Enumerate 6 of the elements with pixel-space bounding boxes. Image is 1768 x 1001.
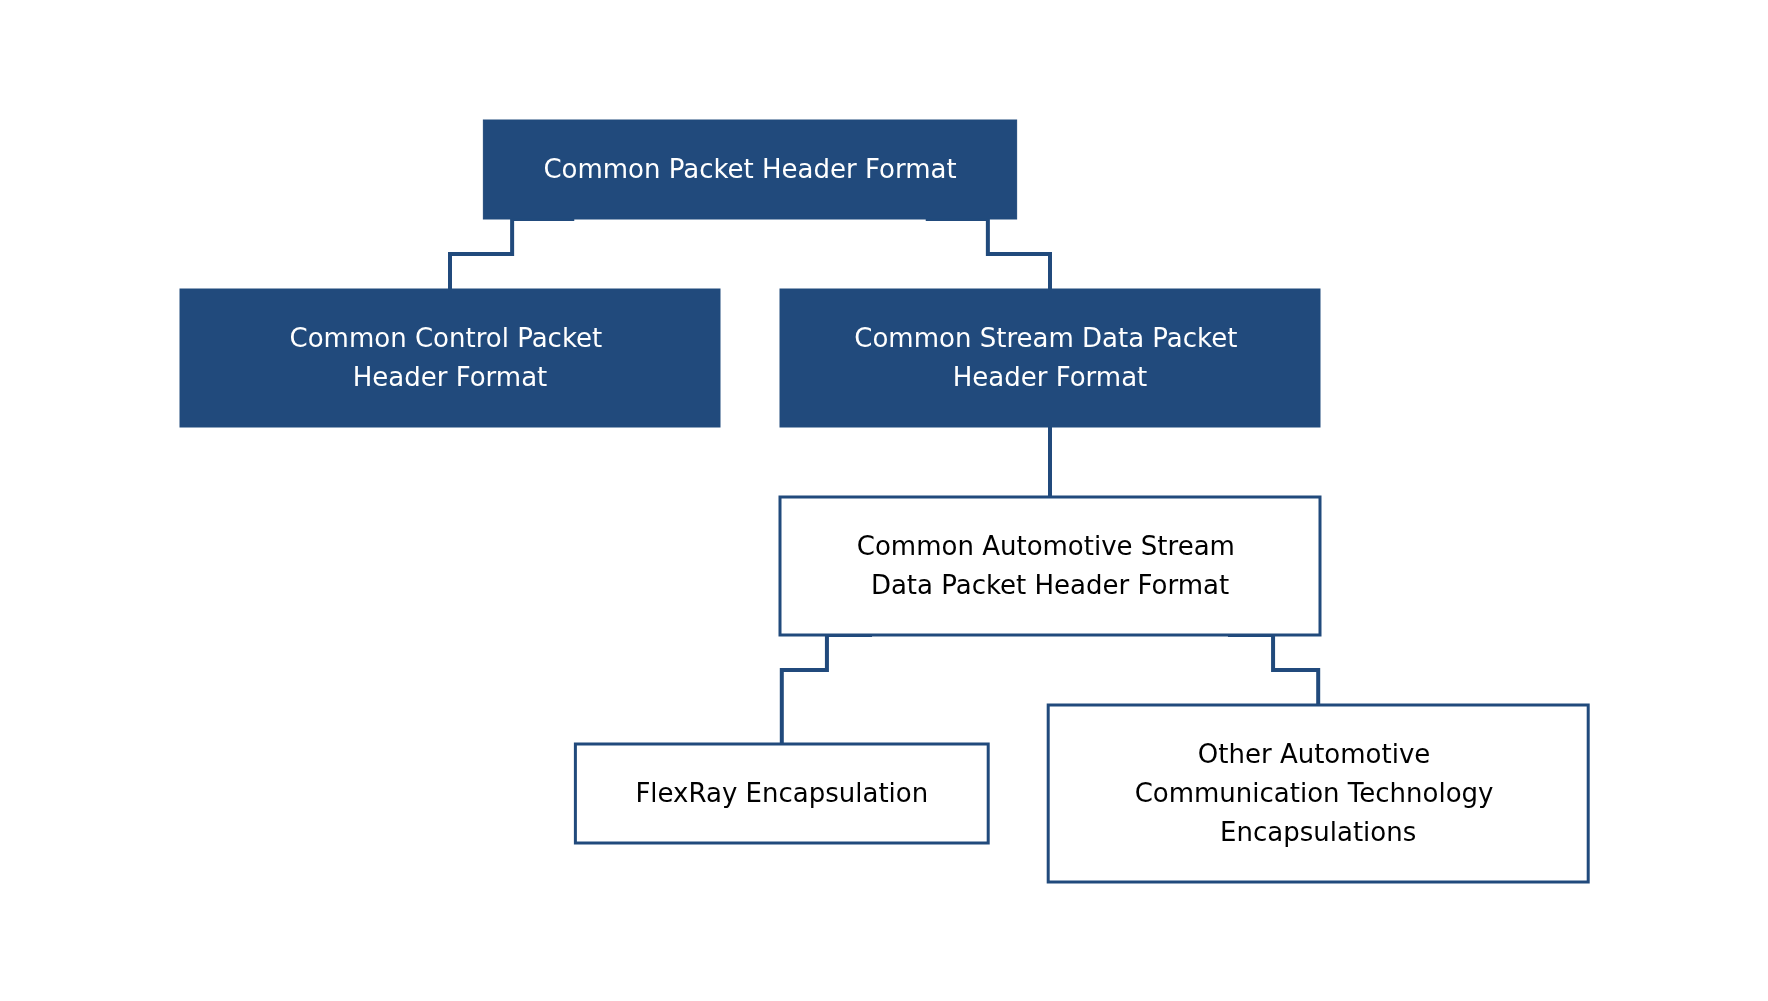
node-box: Common Automotive Stream Data Packet Header Format	[778, 495, 1322, 636]
node-box: FlexRay Encapsulation	[573, 742, 990, 844]
node-box: Common Control Packet Header Format	[179, 288, 721, 427]
node-box: Common Packet Header Format	[482, 119, 1017, 219]
node-box: Other Automotive Communication Technology Encapsulations	[1046, 703, 1590, 883]
node-box: Common Stream Data Packet Header Format	[779, 288, 1321, 427]
